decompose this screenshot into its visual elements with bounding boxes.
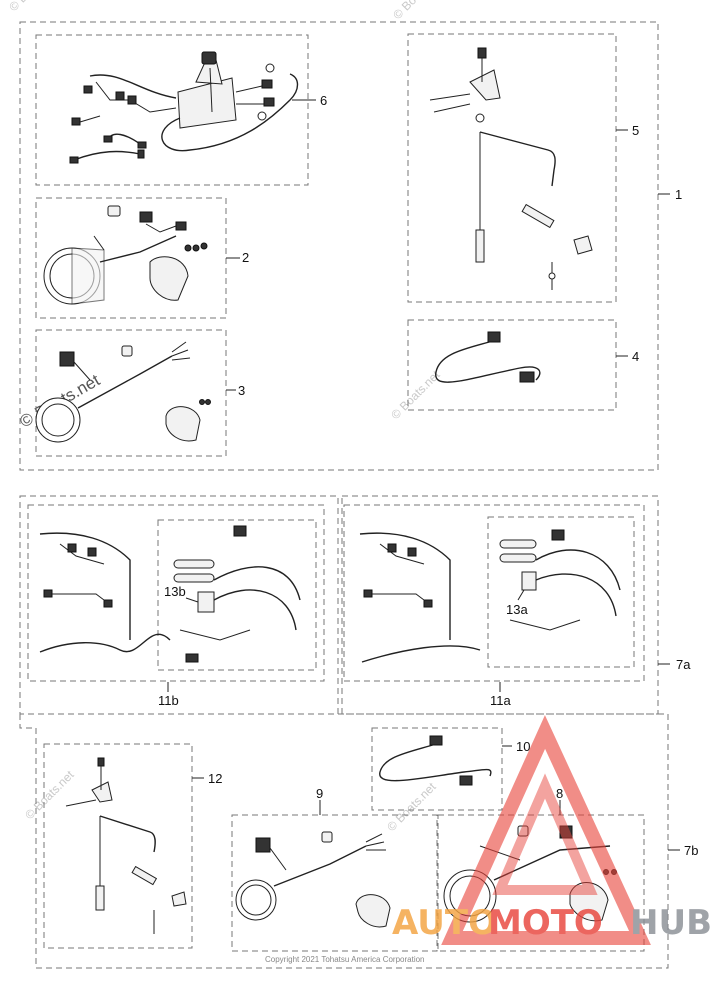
group-box-5 — [407, 33, 617, 303]
group-box-10 — [371, 727, 503, 811]
logo-text-hub: HUB — [630, 903, 712, 943]
callout-13b: 13b — [164, 584, 186, 599]
group-box-4 — [407, 319, 617, 411]
automotohub-logo: AUTO MOTO HUB — [392, 715, 712, 945]
watermark-text: © Boats.net — [390, 0, 445, 22]
watermark-text: © Boats.net — [22, 767, 77, 822]
callout-4: 4 — [632, 349, 639, 364]
callout-6: 6 — [320, 93, 327, 108]
part-10-harness — [379, 735, 492, 786]
callout-11a: 11a — [490, 693, 511, 708]
callout-7a: 7a — [676, 657, 691, 672]
callout-7b: 7b — [684, 843, 698, 858]
callout-2: 2 — [242, 250, 249, 265]
part-6-remote-control — [69, 51, 299, 164]
part-3-trim-meter — [35, 341, 211, 443]
callout-11b: 11b — [158, 693, 179, 708]
watermark-text: © Boats.net — [6, 0, 61, 14]
leader-line — [185, 597, 199, 603]
callout-12: 12 — [208, 771, 222, 786]
group-box-12 — [43, 743, 193, 949]
callout-13a: 13a — [506, 602, 528, 617]
callout-3: 3 — [238, 383, 245, 398]
copyright-text: Copyright 2021 Tohatsu America Corporati… — [265, 955, 425, 964]
watermark-text: © Boats.net — [388, 367, 443, 422]
group-box-11b — [27, 504, 325, 682]
leader-line — [517, 589, 525, 601]
part-11a-harness — [359, 529, 621, 663]
part-12-linkage — [65, 757, 187, 934]
callout-5: 5 — [632, 123, 639, 138]
watermark-text: © Boats.net — [384, 779, 439, 834]
logo-text-auto: AUTO — [392, 903, 497, 943]
group-box-8 — [437, 814, 645, 952]
group-box-13b — [157, 519, 317, 671]
group-box-1 — [19, 21, 659, 471]
part-4-harness — [435, 331, 541, 383]
group-box-3 — [35, 329, 227, 457]
group-box-9 — [231, 814, 438, 952]
logo-triangle-icon — [441, 715, 651, 945]
part-2-tachometer — [43, 205, 208, 305]
callout-1: 1 — [675, 187, 682, 202]
group-box-6 — [35, 34, 309, 186]
part-5-linkage — [429, 47, 593, 290]
callout-10: 10 — [516, 739, 530, 754]
group-box-13a — [487, 516, 635, 668]
group-box-11a — [343, 504, 645, 682]
callout-8: 8 — [556, 786, 563, 801]
part-11b-harness — [39, 525, 301, 663]
group-box-7b — [19, 713, 669, 969]
logo-text-moto: MOTO — [488, 903, 603, 943]
part-9-meter — [235, 831, 391, 928]
callout-9: 9 — [316, 786, 323, 801]
